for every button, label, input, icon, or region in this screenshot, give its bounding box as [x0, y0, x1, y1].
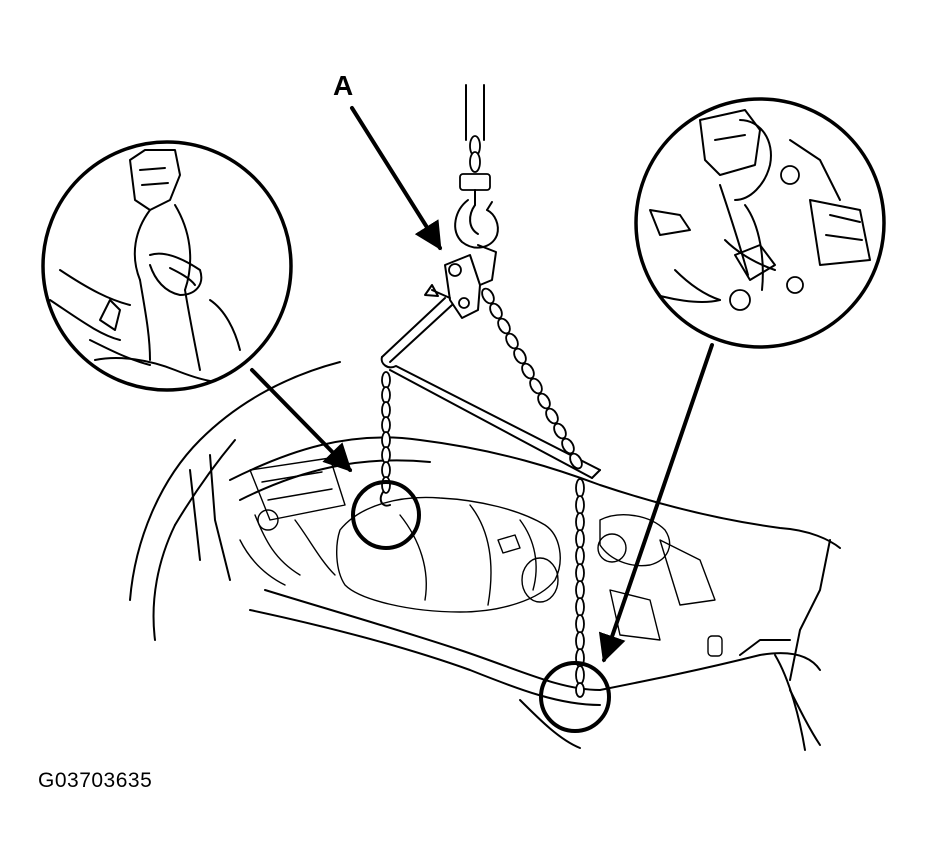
front-attachment-detail — [41, 140, 293, 392]
callout-label-a: A — [333, 70, 354, 101]
hoist-chain-upper — [459, 84, 491, 206]
left-detail-arrow — [250, 368, 352, 472]
callout-a-arrow — [350, 106, 442, 251]
figure-id: G03703635 — [38, 769, 153, 792]
rear-lift-chain — [481, 287, 585, 698]
engine-bay — [129, 361, 841, 751]
right-detail-arrow — [598, 343, 714, 663]
hoist-hook — [454, 199, 499, 249]
front-attach-point-circle — [351, 480, 421, 550]
front-lift-chain — [379, 371, 391, 507]
rear-attachment-detail — [634, 97, 886, 349]
rear-attach-point-circle — [539, 661, 611, 733]
engine-hanger-bracket — [380, 244, 601, 479]
